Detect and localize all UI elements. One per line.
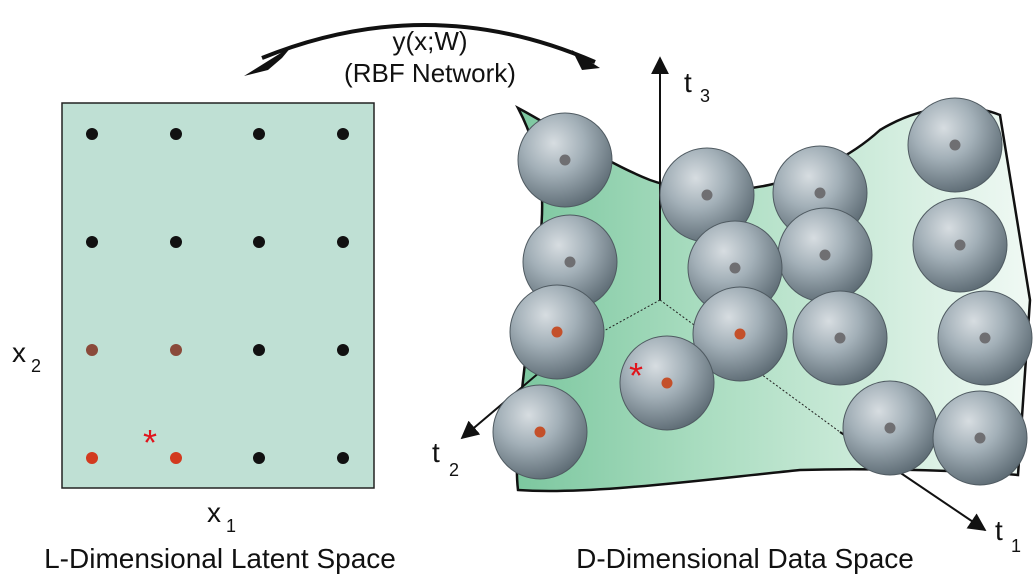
sphere-center-red (534, 426, 546, 438)
x1-label: x (207, 497, 221, 528)
sphere-center-red (734, 328, 746, 340)
t1-axis-hidden (659, 299, 841, 433)
latent-point-dark (337, 452, 349, 464)
latent-point-dark (86, 236, 98, 248)
x1-axis-label: x 1 (207, 497, 236, 536)
latent-point-brown (170, 344, 182, 356)
mapping-arrow (244, 22, 600, 76)
t3-label: t (684, 67, 692, 98)
latent-point-dark (170, 236, 182, 248)
sphere-center-gray (954, 239, 966, 251)
x1-subscript: 1 (226, 516, 236, 536)
t3-subscript: 3 (700, 86, 710, 106)
x2-axis-label: x 2 (12, 337, 41, 376)
sphere-center-gray (819, 249, 831, 261)
data-space-caption: D-Dimensional Data Space (576, 543, 914, 574)
x2-subscript: 2 (31, 356, 41, 376)
latent-point-dark (337, 344, 349, 356)
mapping-network-label: (RBF Network) (344, 58, 516, 88)
sphere-center-gray (559, 154, 571, 166)
latent-grid-points (86, 128, 349, 464)
sphere-center-gray (729, 262, 741, 274)
data-star-marker: * (629, 355, 643, 396)
latent-point-dark (337, 128, 349, 140)
latent-point-red (86, 452, 98, 464)
sphere-center-gray (949, 139, 961, 151)
x2-label: x (12, 337, 26, 368)
latent-point-dark (253, 128, 265, 140)
latent-star-marker: * (143, 422, 157, 463)
latent-point-dark (86, 128, 98, 140)
mapping-function-label: y(x;W) (392, 26, 467, 56)
latent-point-dark (337, 236, 349, 248)
latent-space-caption: L-Dimensional Latent Space (44, 543, 396, 574)
latent-point-red (170, 452, 182, 464)
latent-point-dark (170, 128, 182, 140)
sphere-center-gray (701, 189, 713, 201)
sphere-center-gray (814, 187, 826, 199)
t1-subscript: 1 (1011, 536, 1021, 556)
sphere-center-gray (979, 332, 991, 344)
t2-axis-label: t 2 (432, 437, 459, 480)
t3-axis-label: t 3 (684, 67, 710, 106)
latent-space-panel (61, 102, 375, 489)
t2-label: t (432, 437, 440, 468)
sphere-center-gray (974, 432, 986, 444)
latent-point-dark (253, 236, 265, 248)
rbf-spheres (492, 97, 1033, 486)
sphere-center-gray (834, 332, 846, 344)
t1-label: t (995, 515, 1003, 546)
t1-axis-label: t 1 (995, 515, 1021, 556)
latent-point-dark (253, 452, 265, 464)
sphere-center-red (551, 326, 563, 338)
sphere-center-gray (564, 256, 576, 268)
latent-point-brown (86, 344, 98, 356)
sphere-center-gray (884, 422, 896, 434)
t2-subscript: 2 (449, 460, 459, 480)
t2-axis-hidden (559, 299, 661, 356)
latent-point-dark (253, 344, 265, 356)
sphere-center-red (661, 377, 673, 389)
